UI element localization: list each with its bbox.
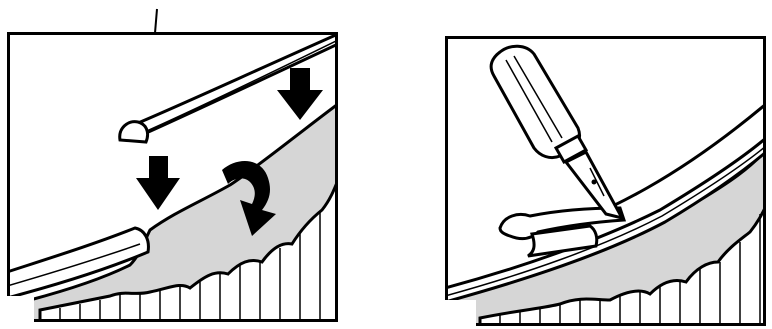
panel-left — [7, 30, 338, 322]
panel-right — [445, 36, 766, 326]
leader-line — [155, 9, 157, 33]
